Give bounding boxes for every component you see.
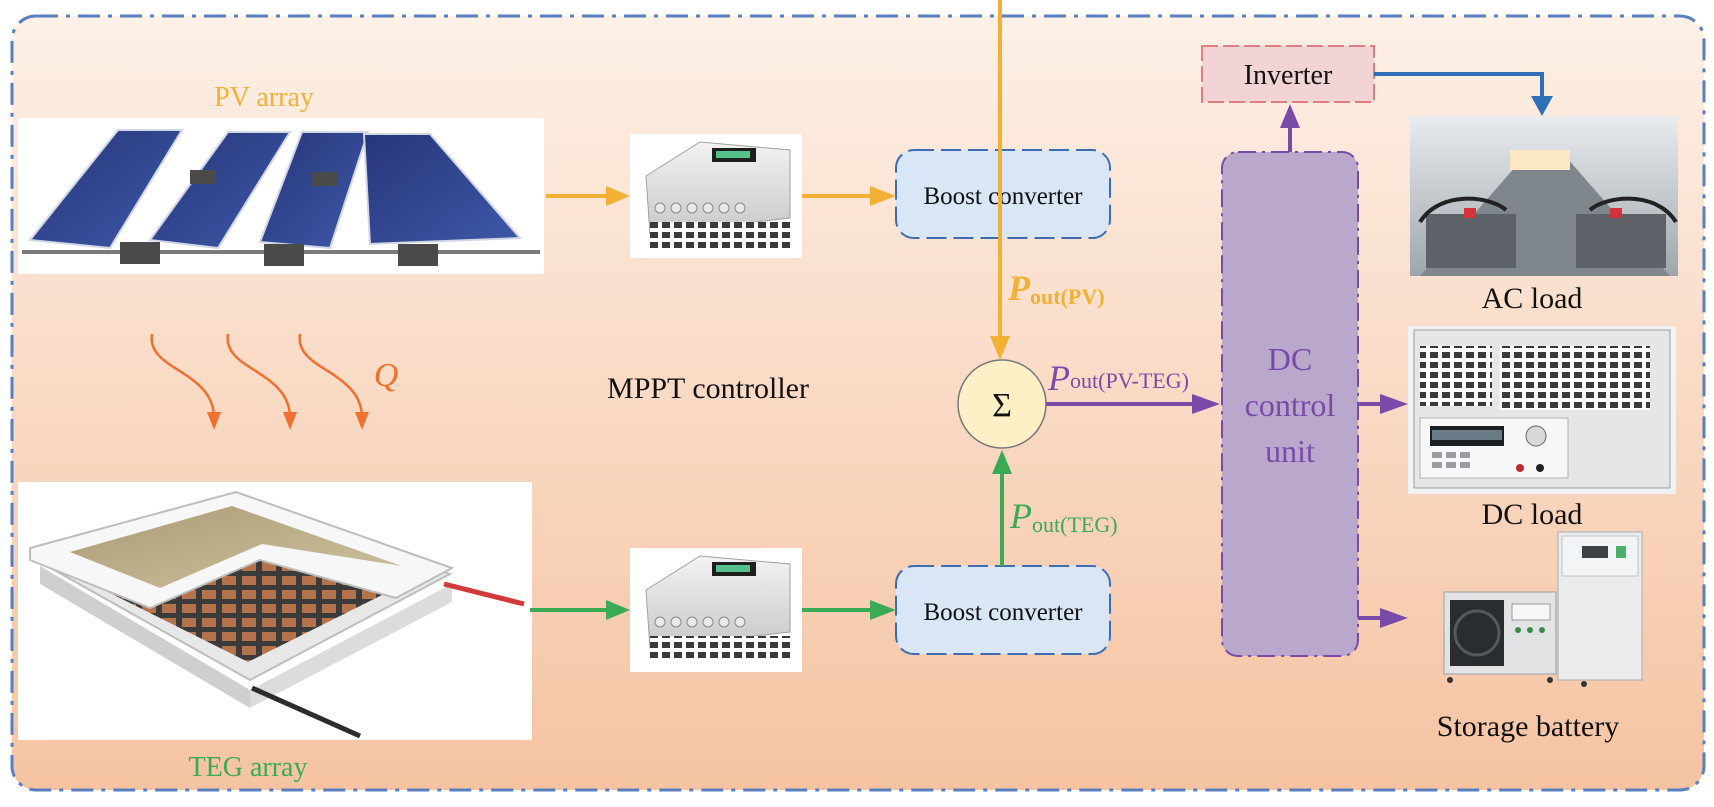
storage-battery-image (1443, 531, 1643, 687)
sum-to-dc-arrow (1046, 394, 1220, 414)
boost-converter-top (895, 149, 1111, 239)
mppt-controller-label: MPPT controller (607, 372, 809, 405)
teg-array-image (18, 482, 532, 740)
frame-border (10, 14, 1706, 792)
inverter-label: Inverter (1244, 60, 1333, 91)
dc-load-label: DC load (1482, 498, 1583, 531)
teg-flow-arrows (530, 450, 1012, 620)
mppt-controller-bottom-image (630, 548, 802, 672)
dc-control-unit-line3: unit (1265, 433, 1315, 469)
heat-label: Q (374, 357, 399, 394)
heat-arrows (150, 333, 364, 417)
dc-control-unit-line1: DC (1268, 341, 1312, 377)
dc-to-inverter-arrow (1280, 104, 1300, 152)
heat-arrowheads (207, 412, 369, 430)
summation-symbol: Σ (992, 387, 1012, 424)
p-out-teg-label: Pout(TEG) (1009, 496, 1118, 537)
ac-load-label: AC load (1482, 282, 1583, 315)
p-out-pv-label: Pout(PV) (1007, 268, 1105, 309)
dc-unit-output-arrows (1358, 394, 1408, 628)
dc-load-image (1408, 326, 1676, 494)
inverter-to-ac-arrow (1374, 72, 1544, 98)
boost-converter-top-label: Boost converter (924, 183, 1084, 210)
mppt-controller-top-image (630, 134, 802, 258)
boost-converter-bottom-label: Boost converter (924, 599, 1084, 626)
teg-array-label: TEG array (189, 752, 308, 783)
p-out-pv-teg-label: Pout(PV-TEG) (1047, 358, 1189, 398)
storage-battery-label: Storage battery (1437, 710, 1619, 743)
ac-arrowhead (1531, 96, 1553, 116)
pv-array-image (18, 118, 544, 274)
ac-load-image (1410, 116, 1678, 276)
dc-control-unit-line2: control (1245, 387, 1336, 423)
pv-array-label: PV array (214, 82, 314, 113)
pv-flow-arrows (546, 0, 1010, 360)
